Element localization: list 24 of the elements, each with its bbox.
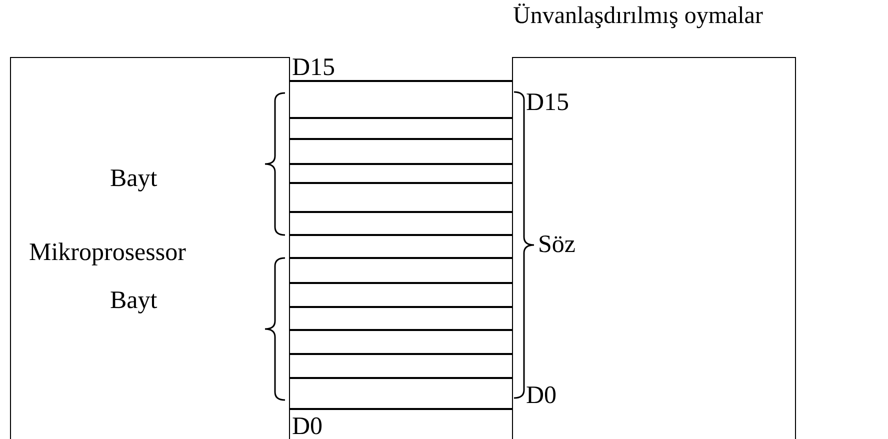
memory-label: Ünvanlaşdırılmış oymalar [513,4,763,28]
bus-line [290,408,512,410]
bus-line [290,257,512,259]
bus-line [290,377,512,379]
group-label: Söz [538,232,576,257]
bus-line [290,211,512,213]
group-label: Bayt [110,288,158,313]
bus-line [290,234,512,236]
group-label: Bayt [110,166,158,191]
bus-line [290,163,512,165]
bit-label: D0 [526,383,557,408]
bus-line [290,182,512,184]
bus-line [290,80,512,82]
bit-label: D15 [292,55,336,80]
bus-line [290,306,512,308]
bit-label: D15 [526,90,570,115]
bus-line [290,353,512,355]
bus-line [290,117,512,119]
bit-label: D0 [292,414,323,439]
bus-line [290,138,512,140]
bus-line [290,282,512,284]
processor-label: Mikroprosessor [29,240,186,265]
bus-line [290,329,512,331]
processor-box [10,57,290,439]
